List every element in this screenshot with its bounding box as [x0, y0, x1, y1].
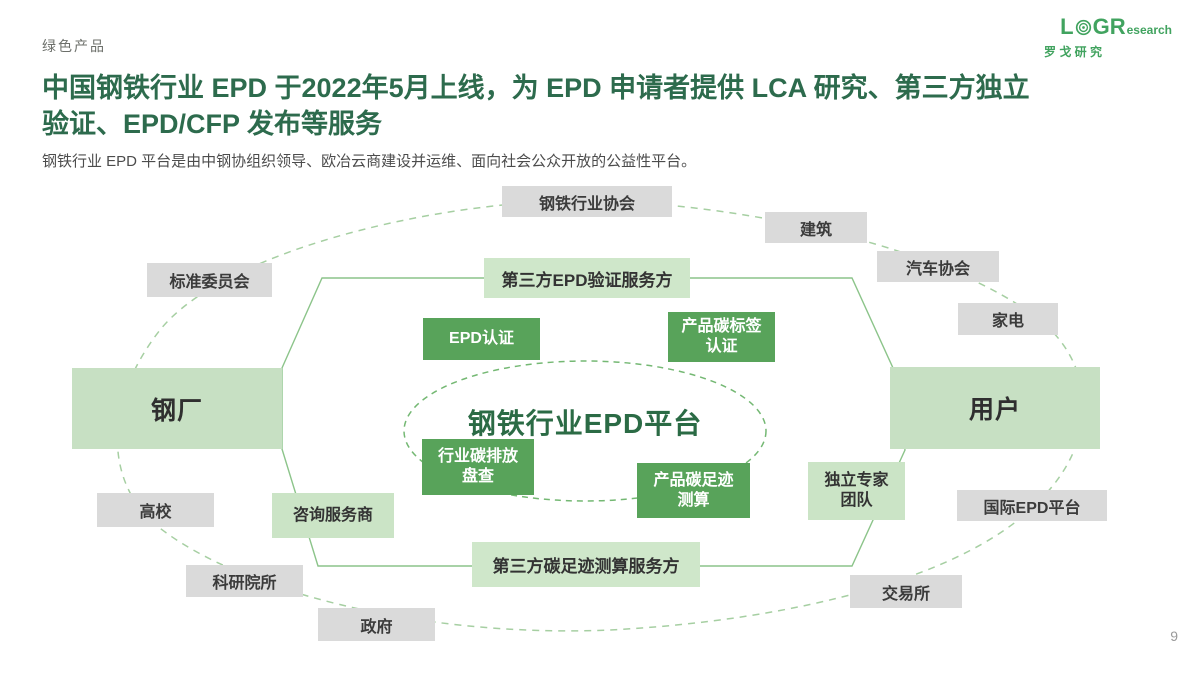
- node-exchange: 交易所: [850, 575, 962, 608]
- node-third-party-epd-verification: 第三方EPD验证服务方: [484, 258, 690, 298]
- node-auto-association: 汽车协会: [877, 251, 999, 282]
- node-third-party-footprint-calculation: 第三方碳足迹测算服务方: [472, 542, 700, 587]
- node-standards-committee: 标准委员会: [147, 263, 272, 297]
- logo-letters-esearch: esearch: [1126, 23, 1172, 37]
- slide-title-line2: 验证、EPD/CFP 发布等服务: [42, 109, 383, 140]
- inner-dashed-ellipse: [403, 360, 767, 502]
- node-government: 政府: [318, 608, 435, 641]
- logo-chinese-name: 罗 戈 研 究: [1044, 45, 1103, 59]
- node-independent-experts: 独立专家 团队: [808, 462, 905, 520]
- logo: L GR esearch 罗 戈 研 究: [1044, 16, 1172, 60]
- node-user: 用户: [890, 367, 1100, 449]
- node-industry-carbon-inventory: 行业碳排放 盘查: [422, 439, 534, 495]
- slide-subtitle: 钢铁行业 EPD 平台是由中钢协组织领导、欧冶云商建设并运维、面向社会公众开放的…: [42, 153, 697, 170]
- logo-letter-l: L: [1060, 14, 1074, 39]
- diagram-center-title: 钢铁行业EPD平台: [467, 408, 703, 439]
- node-epd-certification: EPD认证: [423, 318, 540, 360]
- logo-wordmark: L GR esearch: [1044, 16, 1172, 38]
- node-university: 高校: [97, 493, 214, 527]
- node-product-carbon-label-certification: 产品碳标签 认证: [668, 312, 775, 362]
- node-consulting-service: 咨询服务商: [272, 493, 394, 538]
- node-international-epd-platform: 国际EPD平台: [957, 490, 1107, 521]
- logo-letters-gr: GR: [1092, 14, 1126, 39]
- node-steel-industry-association: 钢铁行业协会: [502, 186, 672, 217]
- node-product-carbon-footprint: 产品碳足迹 测算: [637, 463, 750, 518]
- page-number: 9: [1170, 628, 1178, 644]
- node-home-appliance: 家电: [958, 303, 1058, 335]
- slide-title-line1: 中国钢铁行业 EPD 于2022年5月上线，为 EPD 申请者提供 LCA 研究…: [42, 73, 1030, 103]
- node-steel-plant: 钢厂: [72, 368, 282, 449]
- node-research-institutes: 科研院所: [186, 565, 303, 597]
- slide-title: 中国钢铁行业 EPD 于2022年5月上线，为 EPD 申请者提供 LCA 研究…: [42, 70, 1167, 143]
- section-kicker: 绿色产品: [42, 38, 106, 54]
- logo-target-icon: [1075, 19, 1091, 36]
- node-construction: 建筑: [765, 212, 867, 243]
